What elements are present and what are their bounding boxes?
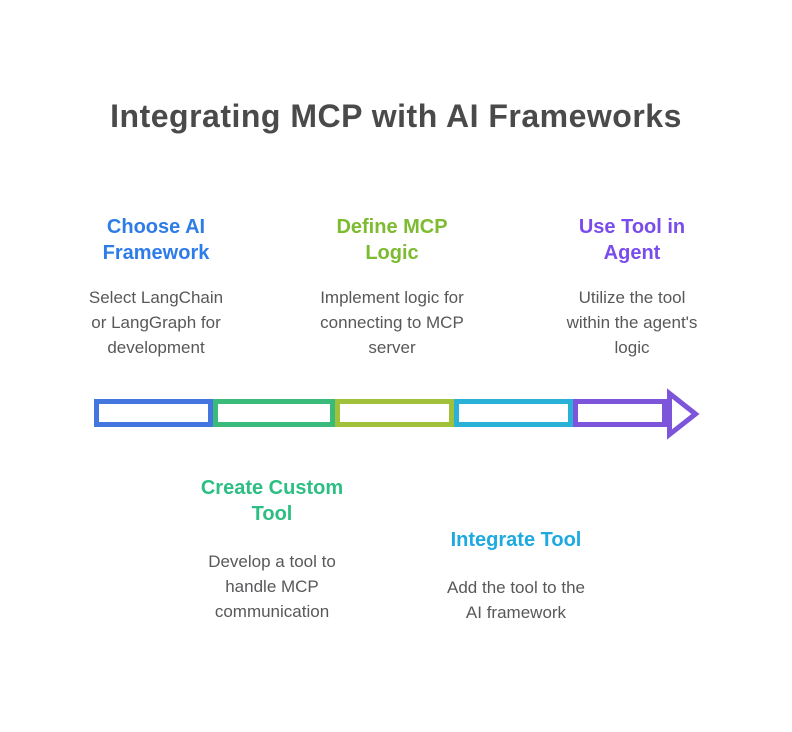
step-description: Add the tool to the AI framework bbox=[447, 578, 585, 622]
step-choose-ai-framework: Choose AI Framework Select LangChain or … bbox=[56, 214, 256, 360]
step-description: Develop a tool to handle MCP communicati… bbox=[208, 552, 336, 621]
arrow-segment-2 bbox=[213, 399, 335, 427]
arrow-head-icon bbox=[667, 388, 700, 440]
step-title: Integrate Tool bbox=[450, 529, 582, 551]
step-title: Use Tool in Agent bbox=[578, 216, 686, 264]
arrow-segment-5 bbox=[573, 399, 667, 427]
step-integrate-tool: Integrate Tool Add the tool to the AI fr… bbox=[416, 527, 616, 625]
step-create-custom-tool: Create Custom Tool Develop a tool to han… bbox=[172, 475, 372, 624]
step-title: Create Custom Tool bbox=[200, 477, 344, 525]
step-description: Utilize the tool within the agent's logi… bbox=[566, 288, 698, 357]
step-define-mcp-logic: Define MCP Logic Implement logic for con… bbox=[292, 214, 492, 360]
step-description: Implement logic for connecting to MCP se… bbox=[320, 288, 464, 357]
arrow-segment-3 bbox=[335, 399, 454, 427]
page-title: Integrating MCP with AI Frameworks bbox=[110, 98, 682, 134]
step-description: Select LangChain or LangGraph for develo… bbox=[88, 288, 224, 357]
step-use-tool-in-agent: Use Tool in Agent Utilize the tool withi… bbox=[532, 214, 732, 360]
arrow-segment-1 bbox=[94, 399, 213, 427]
arrow-segment-4 bbox=[454, 399, 573, 427]
step-title: Define MCP Logic bbox=[336, 216, 448, 264]
process-arrow bbox=[94, 388, 700, 440]
step-title: Choose AI Framework bbox=[102, 216, 210, 264]
